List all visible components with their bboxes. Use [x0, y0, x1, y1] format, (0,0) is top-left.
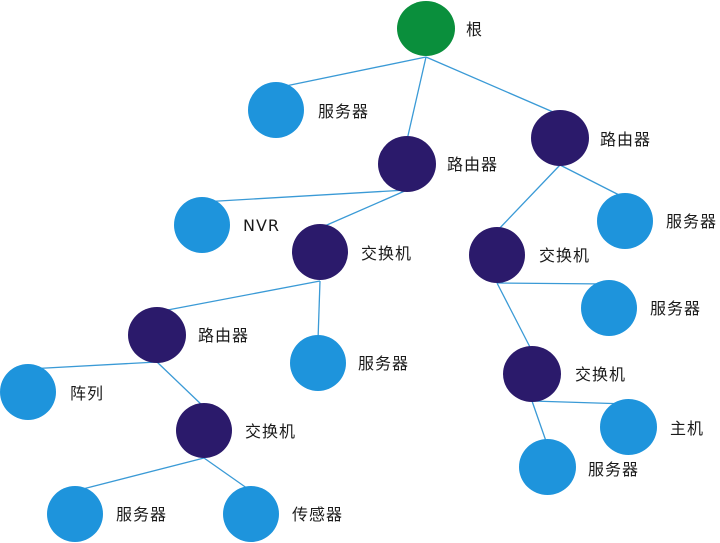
router-node-1	[378, 136, 436, 192]
server-node-2	[597, 193, 653, 249]
edge-router-2-to-switch-2	[496, 164, 561, 232]
root-node	[397, 1, 455, 56]
router-node-2	[531, 110, 589, 166]
switch-label-3: 交换机	[245, 422, 297, 441]
edge-router-1-to-switch-1	[319, 189, 408, 229]
edge-switch-1-to-server-3	[317, 280, 321, 341]
edge-switch-3-to-server-6	[74, 457, 205, 492]
nvr-node	[174, 197, 230, 253]
server-label-2: 服务器	[666, 212, 718, 231]
router-label-3: 路由器	[198, 326, 250, 345]
host-label: 主机	[670, 419, 705, 438]
server-label-4: 服务器	[650, 299, 702, 318]
switch-node-3	[176, 403, 232, 458]
router-label-1: 路由器	[447, 155, 499, 174]
edge-switch-2-to-server-4	[496, 282, 610, 285]
sensor-label: 传感器	[292, 505, 344, 524]
array-label: 阵列	[70, 384, 105, 403]
edge-router-3-to-array	[27, 361, 158, 370]
edge-root-to-router-1	[406, 56, 427, 141]
edge-switch-4-to-server-5	[531, 400, 548, 445]
server-label-1: 服务器	[318, 102, 370, 121]
array-node	[0, 364, 56, 420]
edge-router-3-to-switch-3	[156, 361, 205, 408]
switch-node-2	[469, 227, 525, 283]
edge-router-1-to-nvr	[201, 189, 408, 203]
sensor-node	[223, 486, 279, 542]
edge-router-2-to-server-2	[559, 164, 626, 199]
edge-switch-2-to-switch-4	[496, 282, 533, 352]
server-label-6: 服务器	[116, 505, 168, 524]
host-node	[600, 399, 657, 455]
server-label-3: 服务器	[358, 354, 410, 373]
switch-label-2: 交换机	[539, 246, 591, 265]
server-node-4	[581, 280, 637, 336]
root-label: 根	[466, 20, 484, 39]
nvr-label: NVR	[243, 216, 281, 235]
server-node-6	[47, 486, 103, 542]
switch-node-1	[292, 224, 348, 280]
switch-node-4	[503, 346, 561, 402]
server-node-3	[290, 335, 346, 391]
edge-switch-3-to-sensor	[203, 457, 252, 492]
server-node-1	[248, 82, 304, 138]
server-node-5	[519, 439, 576, 495]
edge-root-to-router-2	[425, 56, 561, 116]
switch-label-4: 交换机	[575, 365, 627, 384]
router-label-2: 路由器	[600, 130, 652, 149]
switch-label-1: 交换机	[361, 244, 413, 263]
router-node-3	[128, 307, 186, 363]
edge-switch-1-to-router-3	[156, 280, 321, 313]
edge-root-to-server-1	[275, 56, 427, 89]
server-label-5: 服务器	[588, 460, 640, 479]
